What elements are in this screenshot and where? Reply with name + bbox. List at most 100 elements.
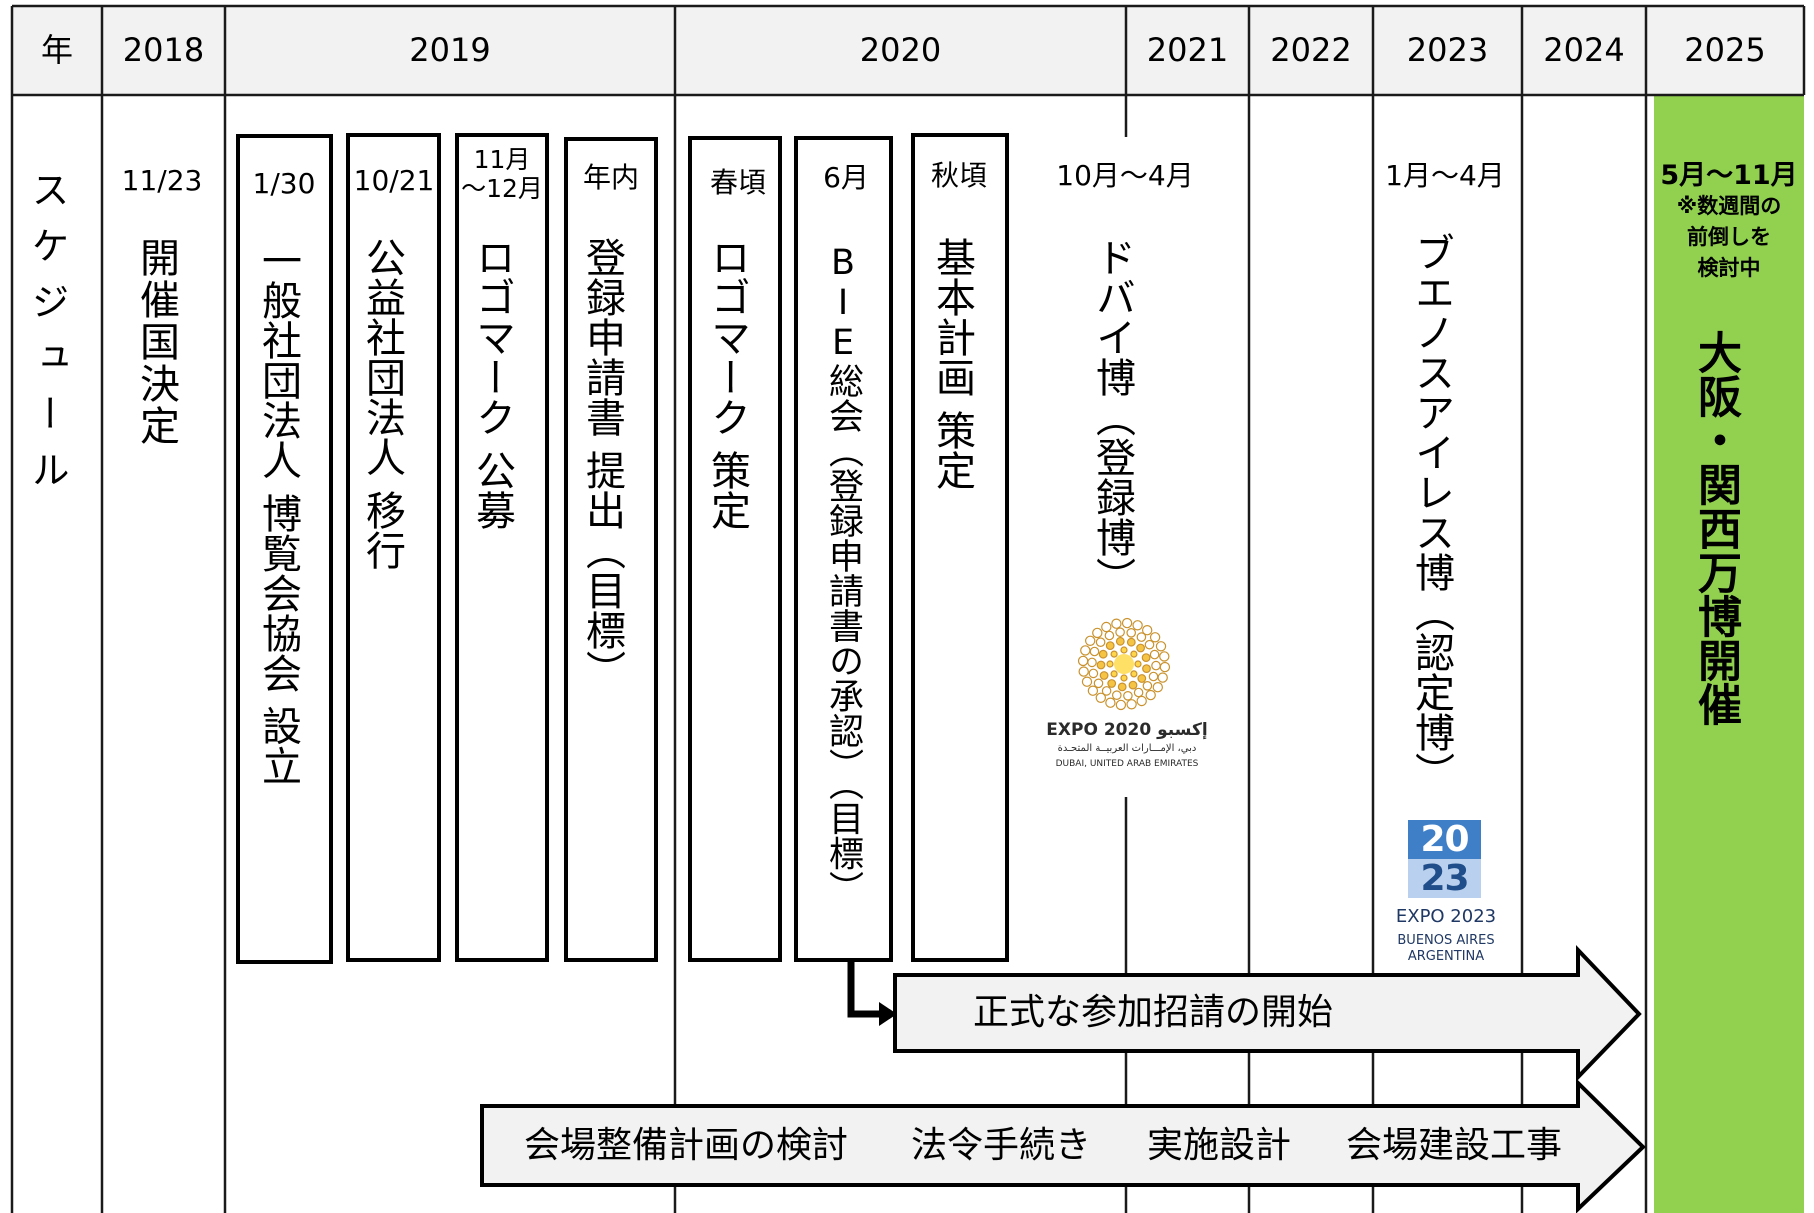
venue-works-arrow — [480, 1078, 1646, 1213]
logo-ring-dot — [1141, 625, 1153, 636]
logo-ring-dot — [1141, 653, 1151, 662]
header-background — [12, 6, 1804, 95]
event-box — [794, 136, 893, 962]
logo-ring-dot — [1089, 646, 1100, 657]
logo-ring-dot — [1126, 627, 1136, 638]
logo-ring-dot — [1115, 699, 1127, 711]
logo-ring-dot — [1084, 635, 1096, 647]
logo-ring-dot — [1132, 620, 1143, 631]
event-date: 年内 — [582, 161, 640, 194]
expo-2020-logo-emblem — [1077, 617, 1171, 711]
logo-ring-dot — [1088, 668, 1099, 679]
expo-2020-logo-arabic-subtitle: دبي، الإمـــارات العربيــة المتحـدة — [1057, 743, 1197, 754]
logo-ring-dot — [1142, 664, 1151, 673]
event-date: 秋頃 — [930, 159, 988, 192]
logo-ring-dot — [1115, 636, 1125, 646]
logo-ring-dot — [1159, 661, 1171, 673]
logo-ring-dot — [1092, 627, 1103, 639]
logo-ring-dot — [1130, 650, 1138, 658]
event-text: ロゴマーク 策定 — [704, 237, 750, 530]
logo-ring-dot — [1087, 685, 1099, 696]
header-year-2019: 2019 — [409, 31, 491, 69]
venue-step-label: 会場建設工事 — [1346, 1125, 1563, 1166]
logo-ring-dot — [1095, 692, 1107, 704]
venue-step-label: 会場整備計画の検討 — [524, 1125, 849, 1166]
invitation-arrow-label: 正式な参加招請の開始 — [973, 992, 1334, 1033]
logo-ring-dot — [1136, 643, 1145, 653]
logo-ring-dot — [1106, 660, 1114, 668]
logo-ring-dot — [1096, 660, 1106, 670]
logo-ring-dot — [1142, 680, 1153, 691]
logo-ring-dot — [1101, 621, 1112, 633]
logo-ring-dot — [1105, 697, 1116, 708]
header-year-2023: 2023 — [1406, 31, 1489, 69]
expo-2023-logo-digits-top: 20 — [1408, 820, 1481, 859]
logo-ring-dot — [1112, 690, 1122, 700]
logo-ring-dot — [1148, 671, 1159, 682]
logo-ring-dot — [1110, 650, 1118, 658]
event-box — [455, 133, 549, 962]
logo-ring-dot — [1077, 655, 1089, 667]
logo-ring-dot — [1126, 699, 1137, 710]
header-year-2024: 2024 — [1543, 31, 1625, 69]
logo-ring-dot — [1117, 682, 1127, 692]
expo-buenos-aires-name: ブエノスアイレス博（認定博） — [1408, 232, 1454, 792]
logo-ring-dot — [1137, 674, 1147, 683]
logo-ring-dot — [1123, 690, 1133, 701]
event-text: 開催国決定 — [133, 237, 179, 447]
logo-ring-dot — [1093, 678, 1104, 689]
osaka-expo-period: 5月～11月 — [1660, 160, 1798, 191]
logo-ring-dot — [1149, 649, 1160, 660]
event-box — [236, 134, 333, 964]
event-date: 1/30 — [252, 167, 316, 200]
expo-buenos-aires-period: 1月～4月 — [1385, 159, 1505, 192]
logo-ring-dot — [1095, 637, 1106, 647]
expo-2020-logo-title: EXPO 2020 إكسبو — [1046, 720, 1208, 740]
logo-center-glow — [1114, 654, 1134, 674]
event-date: 春頃 — [709, 166, 767, 199]
event-text: 公益社団法人 移行 — [359, 237, 405, 570]
osaka-expo-column — [1654, 96, 1804, 1213]
logo-ring-dot — [1157, 672, 1168, 683]
event-date: 11月 ～12月 — [461, 145, 543, 203]
venue-step-label: 実施設計 — [1147, 1125, 1292, 1166]
event-date: 11/23 — [121, 164, 203, 197]
expo-2023-logo-digits-bottom: 23 — [1408, 859, 1481, 898]
logo-ring-dot — [1107, 679, 1117, 688]
osaka-expo-title: 大阪・関西万博開催 — [1690, 330, 1741, 726]
bie-connector-line — [847, 962, 882, 1018]
logo-ring-dot — [1104, 630, 1115, 641]
bie-connector-arrowhead — [879, 1002, 897, 1026]
logo-ring-dot — [1078, 666, 1089, 677]
osaka-expo-note: 検討中 — [1697, 256, 1761, 280]
event-date: 10/21 — [353, 164, 435, 197]
invitation-arrow — [893, 945, 1642, 1082]
logo-ring-dot — [1120, 646, 1128, 654]
logo-ring-dot — [1087, 657, 1097, 668]
event-box — [346, 133, 441, 962]
logo-ring-dot — [1155, 641, 1167, 652]
logo-ring-dot — [1111, 618, 1122, 629]
logo-ring-dot — [1136, 695, 1147, 707]
expo-2023-logo-country: ARGENTINA — [1407, 949, 1485, 964]
logo-ring-dot — [1115, 627, 1125, 637]
logo-ring-dot — [1134, 660, 1142, 668]
logo-ring-dot — [1136, 632, 1147, 642]
header-year-label: 年 — [40, 31, 73, 69]
logo-ring-dot — [1130, 670, 1138, 678]
logo-ring-dot — [1128, 680, 1138, 690]
osaka-expo-note: ※数週間の — [1676, 194, 1782, 218]
logo-ring-dot — [1099, 671, 1109, 680]
event-box — [911, 133, 1009, 962]
event-text: 基本計画 策定 — [929, 237, 975, 490]
event-text: BIE総会（登録申請書の承認）（目標） — [823, 243, 863, 906]
logo-ring-dot — [1145, 689, 1156, 701]
expo-2023-logo-city: BUENOS AIRES — [1397, 933, 1495, 948]
osaka-expo-note: 前倒しを — [1687, 225, 1771, 249]
event-box — [688, 136, 782, 962]
logo-ring-dot — [1110, 670, 1118, 678]
logo-ring-dot — [1101, 686, 1112, 696]
logo-ring-dot — [1149, 632, 1161, 643]
logo-ring-dot — [1121, 617, 1133, 629]
